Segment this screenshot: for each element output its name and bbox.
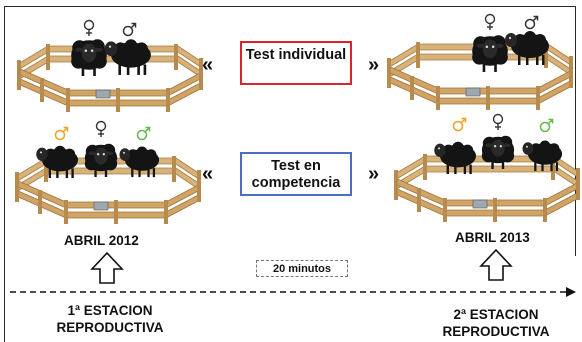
pen-individual-2012 bbox=[16, 19, 204, 113]
chevron-left-competition: « bbox=[202, 163, 213, 185]
chevron-right-individual: » bbox=[368, 54, 379, 76]
female-symbol-icon bbox=[492, 113, 504, 131]
test-individual-box: Test individual bbox=[240, 41, 352, 85]
male-symbol-icon bbox=[452, 117, 467, 132]
start-year-label: ABRIL 2012 bbox=[64, 233, 139, 248]
end-year-label: ABRIL 2013 bbox=[455, 230, 530, 245]
diagram-frame bbox=[4, 6, 576, 256]
up-arrow-icon bbox=[480, 249, 512, 281]
end-season-line2: REPRODUCTIVA bbox=[442, 324, 550, 339]
sheep-icon bbox=[71, 39, 107, 76]
sheep-icon bbox=[104, 39, 151, 75]
male-symbol-icon bbox=[524, 15, 539, 30]
chevron-left-individual: « bbox=[202, 54, 213, 76]
pen-individual-2013 bbox=[386, 13, 574, 111]
start-season-label: 1ª ESTACION REPRODUCTIVA bbox=[52, 302, 168, 336]
female-symbol-icon bbox=[95, 120, 107, 138]
pen-competition-2012 bbox=[14, 120, 202, 225]
male-symbol-icon bbox=[122, 22, 137, 37]
female-symbol-icon bbox=[484, 13, 496, 31]
up-arrow-icon bbox=[91, 252, 123, 284]
male-symbol-icon bbox=[136, 126, 151, 141]
male-symbol-icon bbox=[54, 126, 69, 141]
pen-competition-2013 bbox=[393, 113, 581, 223]
end-season-line1: 2ª ESTACION bbox=[453, 307, 539, 322]
frame-left-edge bbox=[4, 255, 5, 342]
female-symbol-icon bbox=[83, 19, 95, 37]
sheep-icon bbox=[481, 135, 515, 169]
duration-box: 20 minutos bbox=[256, 260, 348, 277]
sheep-icon bbox=[472, 35, 508, 72]
timeline-arrowhead-icon bbox=[566, 287, 576, 297]
start-season-line1: 1ª ESTACION bbox=[67, 303, 153, 318]
chevron-right-competition: » bbox=[368, 163, 379, 185]
test-competition-box: Test en competencia bbox=[240, 152, 352, 196]
end-season-label: 2ª ESTACION REPRODUCTIVA bbox=[438, 306, 554, 340]
start-season-line2: REPRODUCTIVA bbox=[56, 320, 164, 335]
male-symbol-icon bbox=[539, 118, 554, 133]
